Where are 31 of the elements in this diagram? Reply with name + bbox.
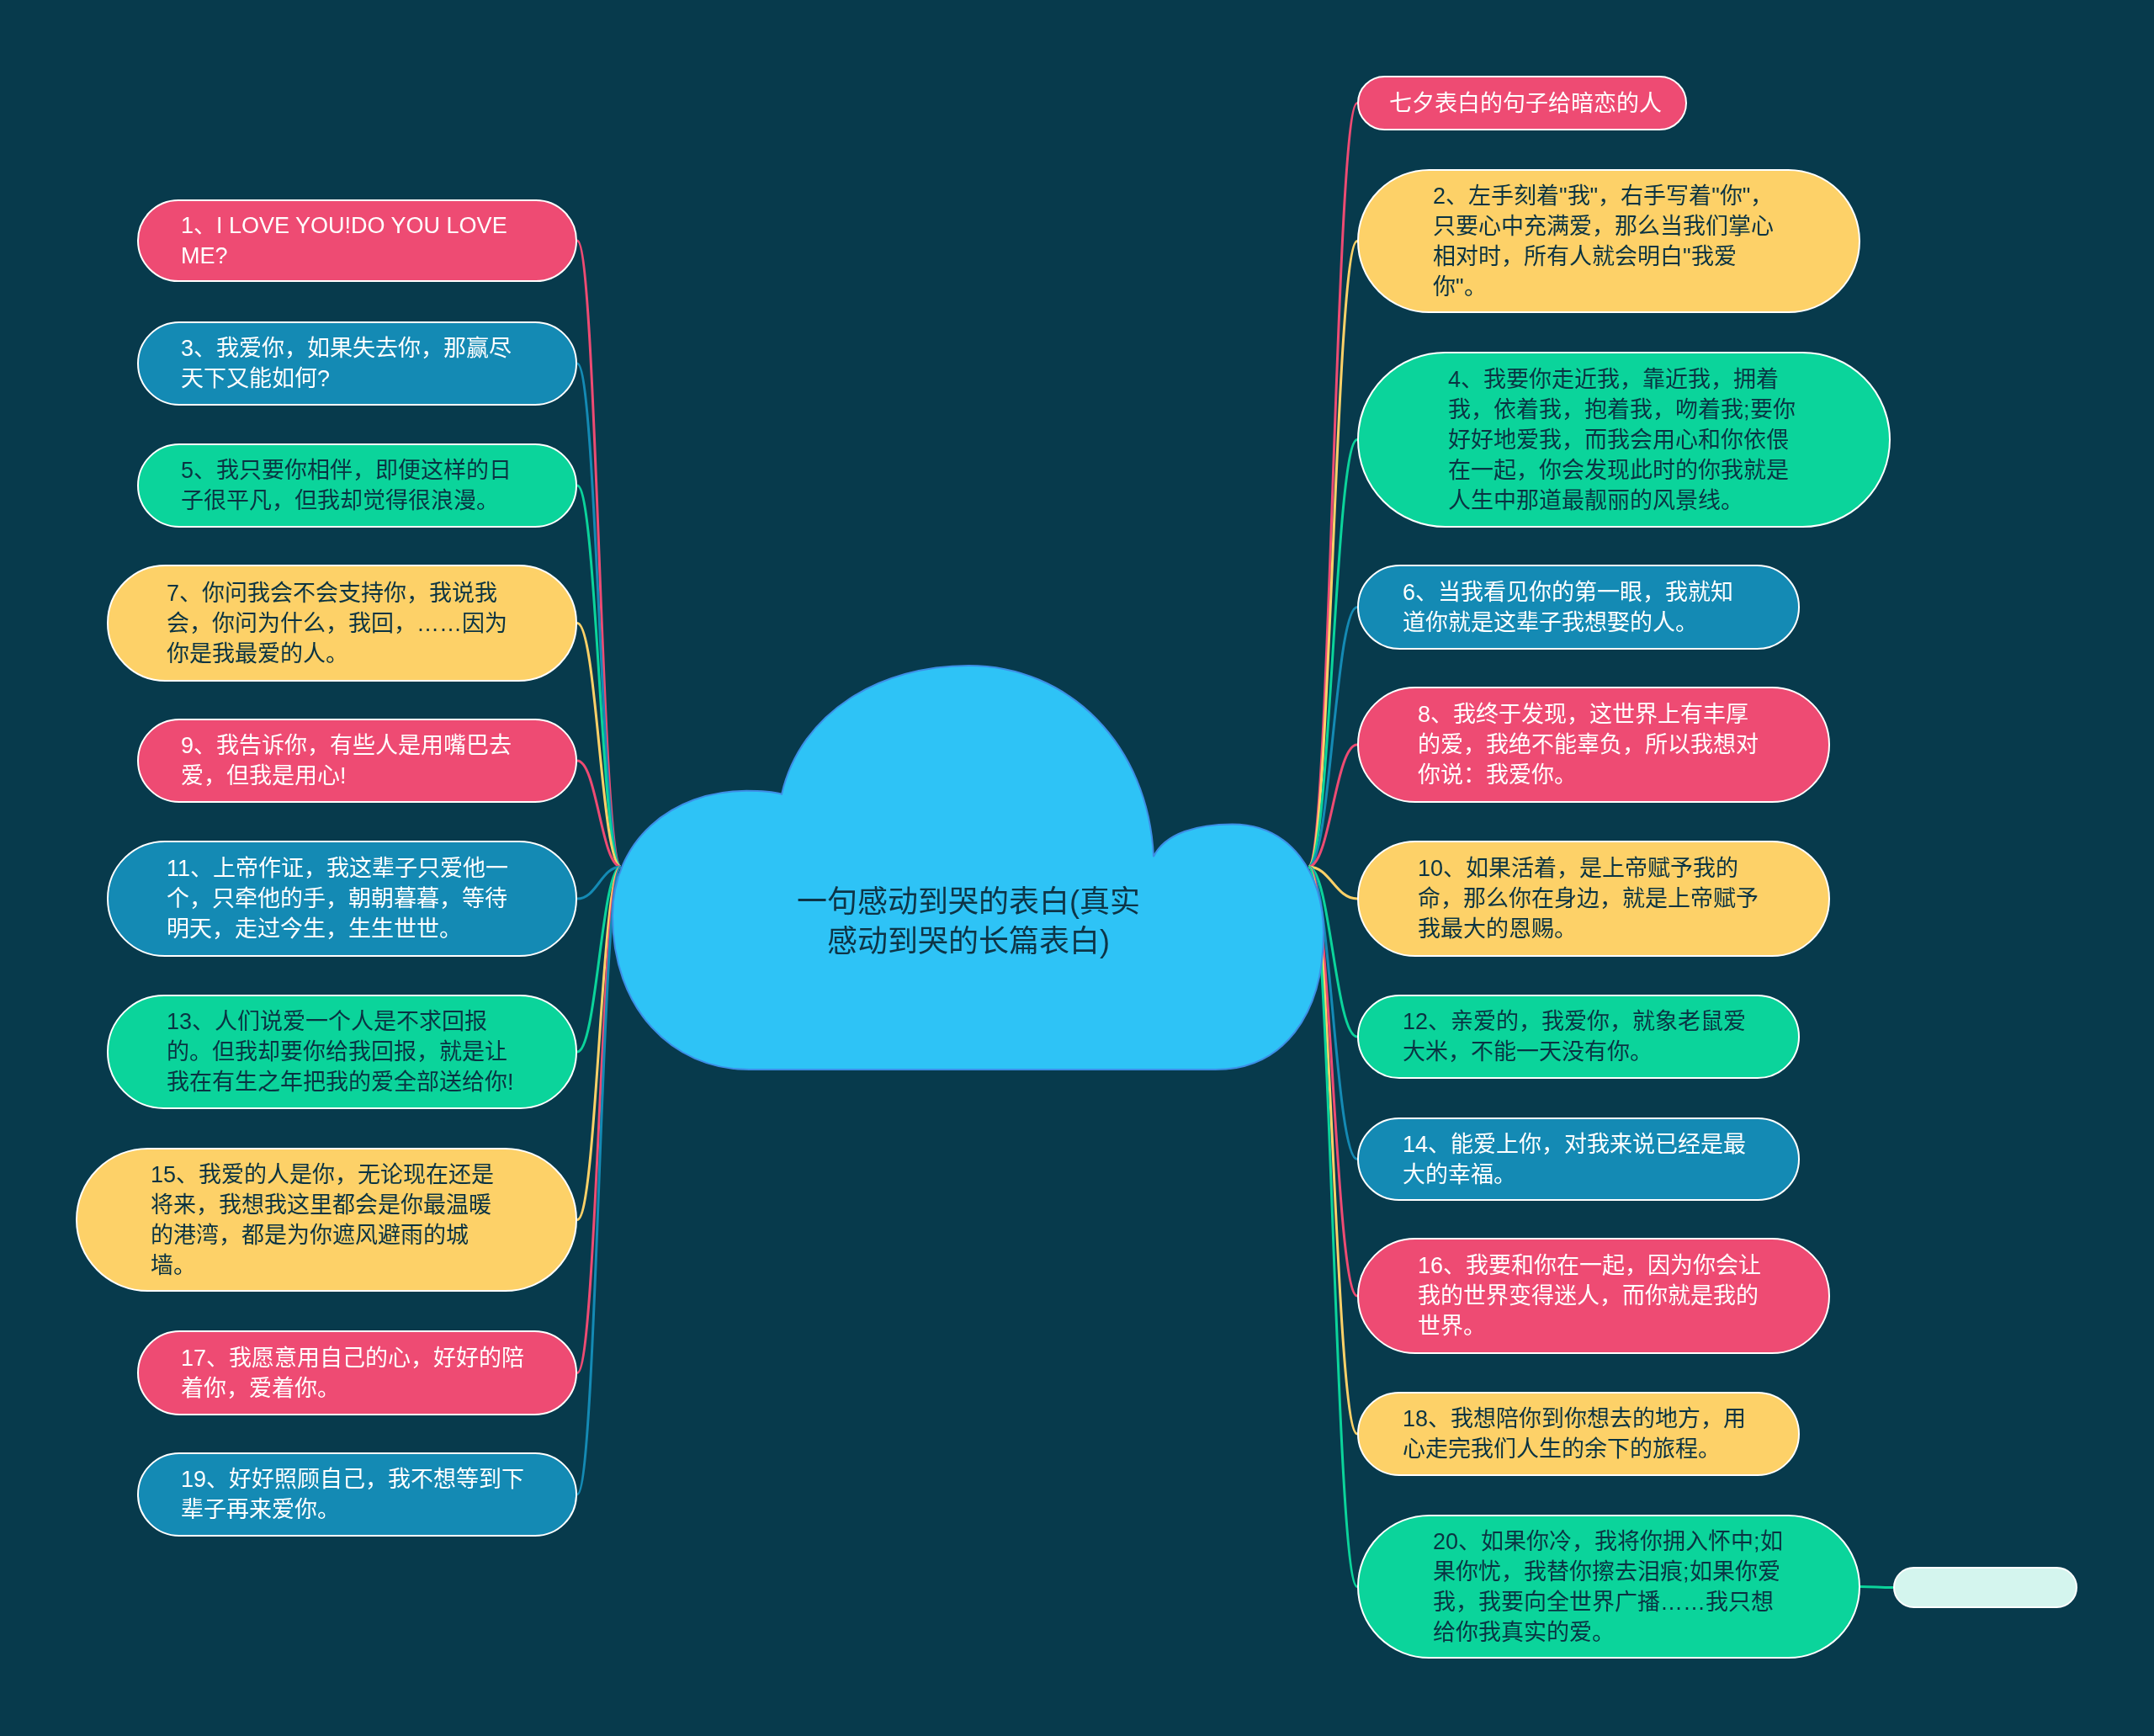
branch-line xyxy=(576,865,622,1054)
topic-text: 7、你问我会不会支持你，我说我会，你问为什么，我回，……因为你是我最爱的人。 xyxy=(167,579,508,668)
topic-text: 2、左手刻着"我"，右手写着"你"，只要心中充满爱，那么当我们掌心相对时，所有人就会明白"我爱你"。 xyxy=(1433,182,1775,301)
topic-text: 9、我告诉你，有些人是用嘴巴去爱，但我是用心! xyxy=(181,732,513,790)
branch-line xyxy=(1307,240,1359,868)
topic-text: 12、亲爱的，我爱你，就象老鼠爱大米，不能一天没有你。 xyxy=(1403,1008,1748,1066)
topic-text: 18、我想陪你到你想去的地方，用心走完我们人生的余下的旅程。 xyxy=(1403,1405,1748,1463)
branch-line xyxy=(1308,743,1358,868)
topic-text: 20、如果你冷，我将你拥入怀中;如果你忧，我替你擦去泪痕;如果你爱我，我要向全世界广播……我只想给你我真实的爱。 xyxy=(1433,1527,1784,1647)
topic-text: 19、好好照顾自己，我不想等到下辈子再来爱你。 xyxy=(181,1466,526,1524)
topic-text: 13、人们说爱一个人是不求回报的。但我却要你给我回报，就是让我在有生之年把我的爱全部送给你! xyxy=(167,1008,515,1096)
branch-line xyxy=(576,363,623,868)
topic-text: 16、我要和你在一起，因为你会让我的世界变得迷人，而你就是我的世界。 xyxy=(1418,1252,1763,1340)
topic-text: 15、我爱的人是你，无论现在还是将来，我想我这里都会是你最温暖的港湾，都是为你遮风避雨的城墙。 xyxy=(151,1160,496,1280)
topic-text: 10、如果活着，是上帝赋予我的命，那么你在身边，就是上帝赋予我最大的恩赐。 xyxy=(1418,855,1759,943)
topic-text: 七夕表白的句子给暗恋的人 xyxy=(1389,89,1663,118)
topic-text: 5、我只要你相伴，即便这样的日子很平凡，但我却觉得很浪漫。 xyxy=(181,457,513,515)
blank-tag xyxy=(1893,1567,2077,1608)
topic-text: 3、我爱你，如果失去你，那赢尽天下又能如何? xyxy=(181,335,513,393)
topic-text: 6、当我看见你的第一眼，我就知道你就是这辈子我想娶的人。 xyxy=(1403,578,1735,637)
topic-text: 4、我要你走近我，靠近我，拥着我，依着我，抱着我，吻着我;要你好好地爱我，而我会用心和你依偎在一起，你会发现此时的你我就是人生中那道最靓丽的风景线。 xyxy=(1448,365,1796,515)
branch-line xyxy=(576,866,623,1495)
topic-text: 11、上帝作证，我这辈子只爱他一个，只牵他的手，朝朝暮暮，等待明天，走过今生，生生世世。 xyxy=(167,855,510,943)
topic-text: 17、我愿意用自己的心，好好的陪着你，爱着你。 xyxy=(181,1344,526,1403)
branch-line xyxy=(576,759,622,868)
topic-text: 一句感动到哭的表白(真实感动到哭的长篇表白) xyxy=(796,884,1141,960)
topic-text: 1、I LOVE YOU!DO YOU LOVE ME? xyxy=(181,212,508,270)
cloud-shape xyxy=(611,664,1326,1072)
branch-line xyxy=(1860,1585,1893,1589)
topic-text: 8、我终于发现，这世界上有丰厚的爱，我绝不能辜负，所以我想对你说：我爱你。 xyxy=(1418,701,1759,789)
topic-text: 14、能爱上你，对我来说已经是最大的幸福。 xyxy=(1403,1130,1748,1189)
